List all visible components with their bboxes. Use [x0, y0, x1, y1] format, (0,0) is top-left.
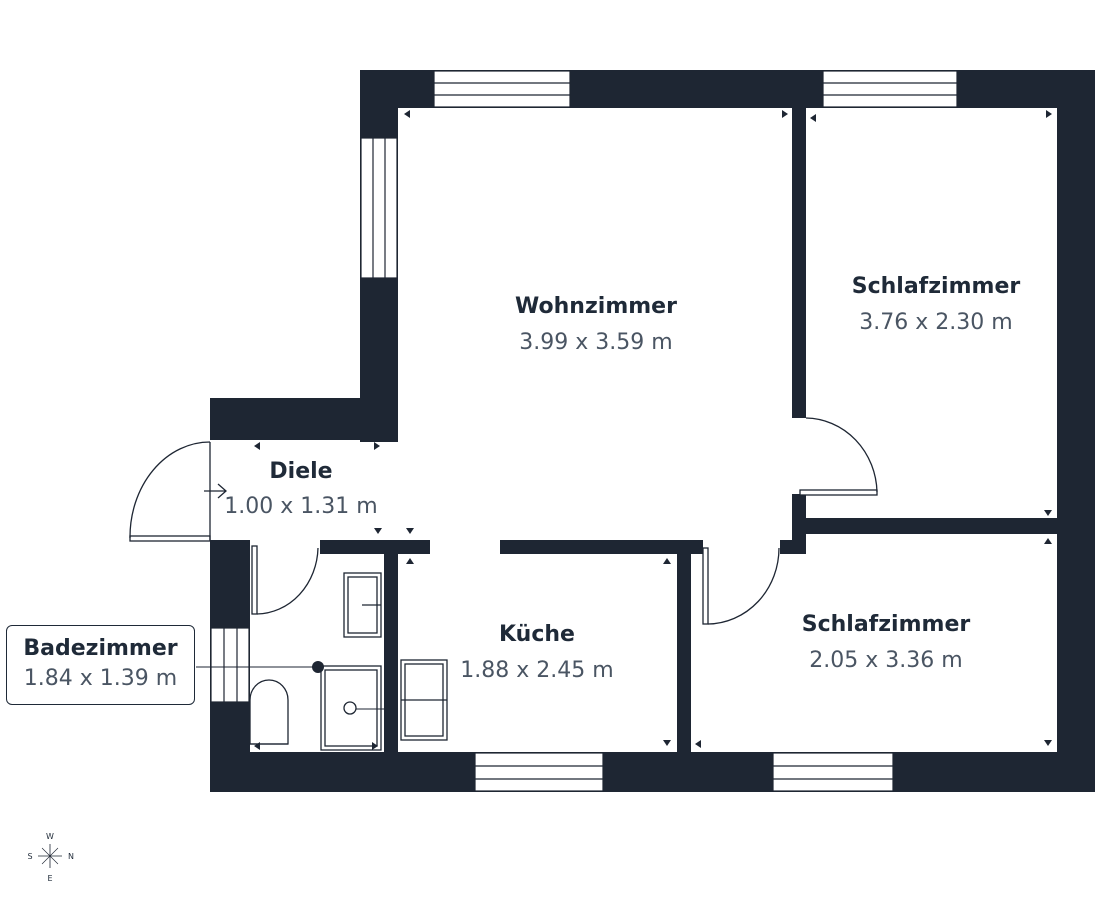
room-labels: Wohnzimmer 3.99 x 3.59 m Schlafzimmer 3.…	[224, 274, 1020, 683]
room-name-diele: Diele	[269, 459, 332, 484]
wall-living-bedroom-lower	[792, 494, 806, 554]
bath-shelf-icon	[343, 572, 382, 638]
windows	[210, 70, 958, 792]
room-name-wohnzimmer: Wohnzimmer	[515, 294, 677, 319]
room-name-schlafzimmer-1: Schlafzimmer	[852, 274, 1021, 299]
fixtures	[249, 572, 448, 751]
door-bedroom2	[702, 547, 780, 625]
window-living-top	[433, 70, 571, 108]
room-dims-badezimmer: 1.84 x 1.39 m	[23, 666, 178, 691]
shower-icon	[320, 665, 382, 751]
room-dims-wohnzimmer: 3.99 x 3.59 m	[519, 330, 672, 355]
wall-hall-kitchen-top	[500, 540, 703, 554]
wall-living-bedroom-upper	[792, 108, 806, 418]
window-kitchen-bottom	[474, 752, 604, 792]
door-entrance	[129, 441, 211, 542]
room-name-badezimmer: Badezimmer	[23, 636, 178, 661]
toilet-icon	[249, 679, 289, 745]
wall-step	[210, 398, 398, 440]
room-name-kueche: Küche	[499, 622, 575, 647]
compass-east-label: E	[47, 874, 52, 883]
wall-right	[1057, 70, 1095, 792]
dimension-markers	[254, 110, 1052, 750]
door-bathroom	[251, 545, 319, 615]
callout-leader	[196, 661, 384, 710]
wall-bottom	[210, 752, 1095, 792]
room-dims-schlafzimmer-2: 2.05 x 3.36 m	[809, 648, 962, 673]
wall-stub-corner	[780, 540, 806, 554]
wall-hall-bath-top-a	[320, 540, 430, 554]
compass-west-label: W	[46, 832, 54, 841]
room-dims-kueche: 1.88 x 2.45 m	[460, 658, 613, 683]
wall-kitchen-bedroom	[677, 540, 691, 754]
wall-bedrooms	[806, 518, 1057, 534]
badezimmer-callout: Badezimmer 1.84 x 1.39 m	[6, 625, 195, 705]
room-name-schlafzimmer-2: Schlafzimmer	[802, 612, 971, 637]
window-bedroom2-bottom	[772, 752, 894, 792]
compass-south-label: S	[27, 852, 32, 861]
room-dims-diele: 1.00 x 1.31 m	[224, 494, 377, 519]
door-bedroom1	[799, 417, 878, 496]
window-bedroom1-top	[822, 70, 958, 108]
compass-icon: W E S N	[27, 832, 74, 883]
entrance-arrow-icon	[204, 483, 227, 499]
room-dims-schlafzimmer-1: 3.76 x 2.30 m	[859, 310, 1012, 335]
window-bath-left	[210, 627, 250, 703]
compass-north-label: N	[68, 852, 74, 861]
window-living-left	[360, 137, 398, 279]
kitchen-counter-icon	[400, 659, 448, 741]
wall-bath-kitchen	[384, 540, 398, 754]
